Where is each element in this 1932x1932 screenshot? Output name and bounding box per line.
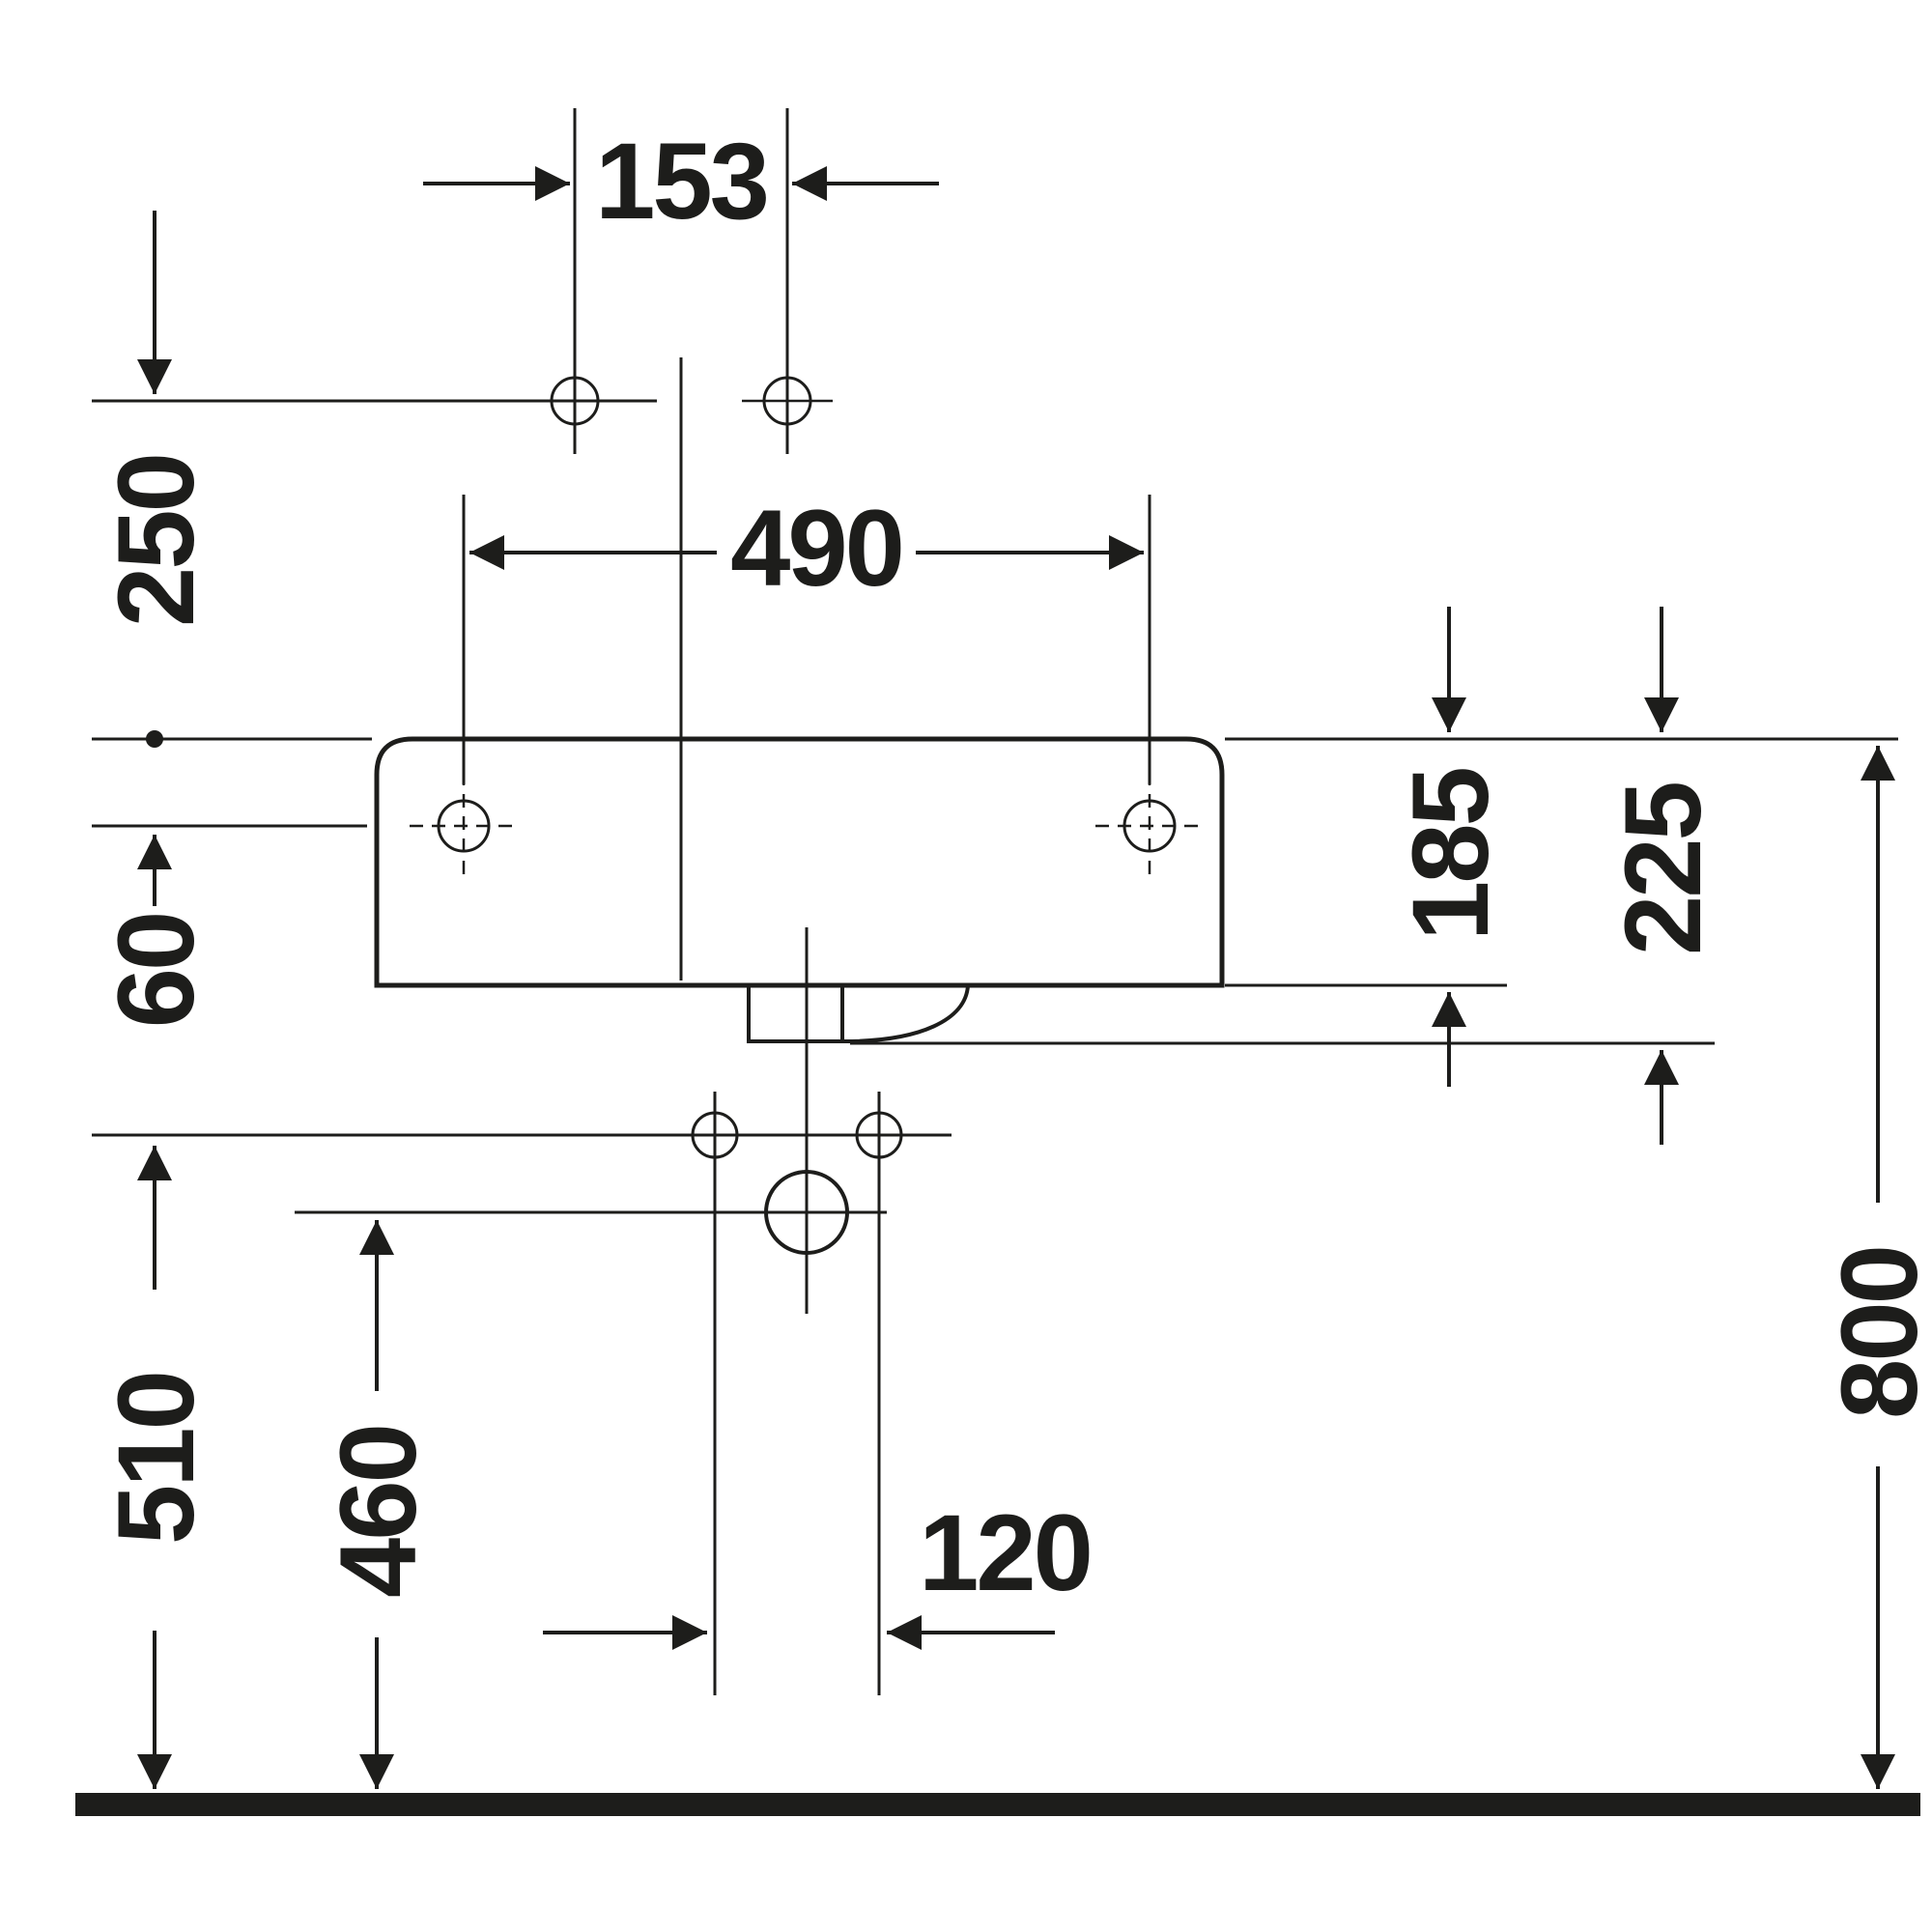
- dim-basin-height: 185: [1390, 607, 1511, 1087]
- dim-fixing-hole-spacing: 490: [469, 488, 1144, 609]
- drain-outlet-curve: [843, 984, 970, 1043]
- dim-tap-hole-spacing: 153: [423, 121, 939, 242]
- dim-label-120: 120: [919, 1492, 1091, 1613]
- dim-label-153: 153: [595, 121, 767, 242]
- dim-label-60: 60: [96, 914, 216, 1029]
- connection-holes-group: [691, 1092, 903, 1695]
- dim-basin-top-to-outlet: 225: [1603, 607, 1723, 1145]
- dim-tap-line-to-basin-top: 250: [96, 211, 216, 627]
- basin-outline: [374, 736, 1225, 988]
- basin-top-reference-dot: [146, 730, 163, 748]
- drain-outlet-group: [747, 927, 970, 1314]
- dim-label-185: 185: [1390, 768, 1511, 941]
- dim-drain-line-height: 460: [318, 1220, 439, 1789]
- basin-outline-group: [374, 357, 1225, 988]
- dim-connection-hole-spacing: 120: [543, 1492, 1094, 1650]
- dim-label-510: 510: [96, 1373, 216, 1545]
- dim-label-250: 250: [96, 455, 216, 627]
- dim-label-490: 490: [730, 488, 902, 609]
- dim-basin-top-to-fixing: 60: [96, 835, 216, 1028]
- drain-outlet-body: [747, 983, 844, 1043]
- dim-label-460: 460: [318, 1426, 439, 1598]
- dim-label-800: 800: [1819, 1247, 1932, 1419]
- dim-label-225: 225: [1603, 782, 1723, 955]
- dim-basin-top-above-floor: 800: [1819, 746, 1932, 1789]
- fixing-holes-group: [410, 772, 1204, 880]
- dim-connection-line-height: 510: [96, 1146, 216, 1789]
- reference-lines-group: [92, 399, 1898, 1214]
